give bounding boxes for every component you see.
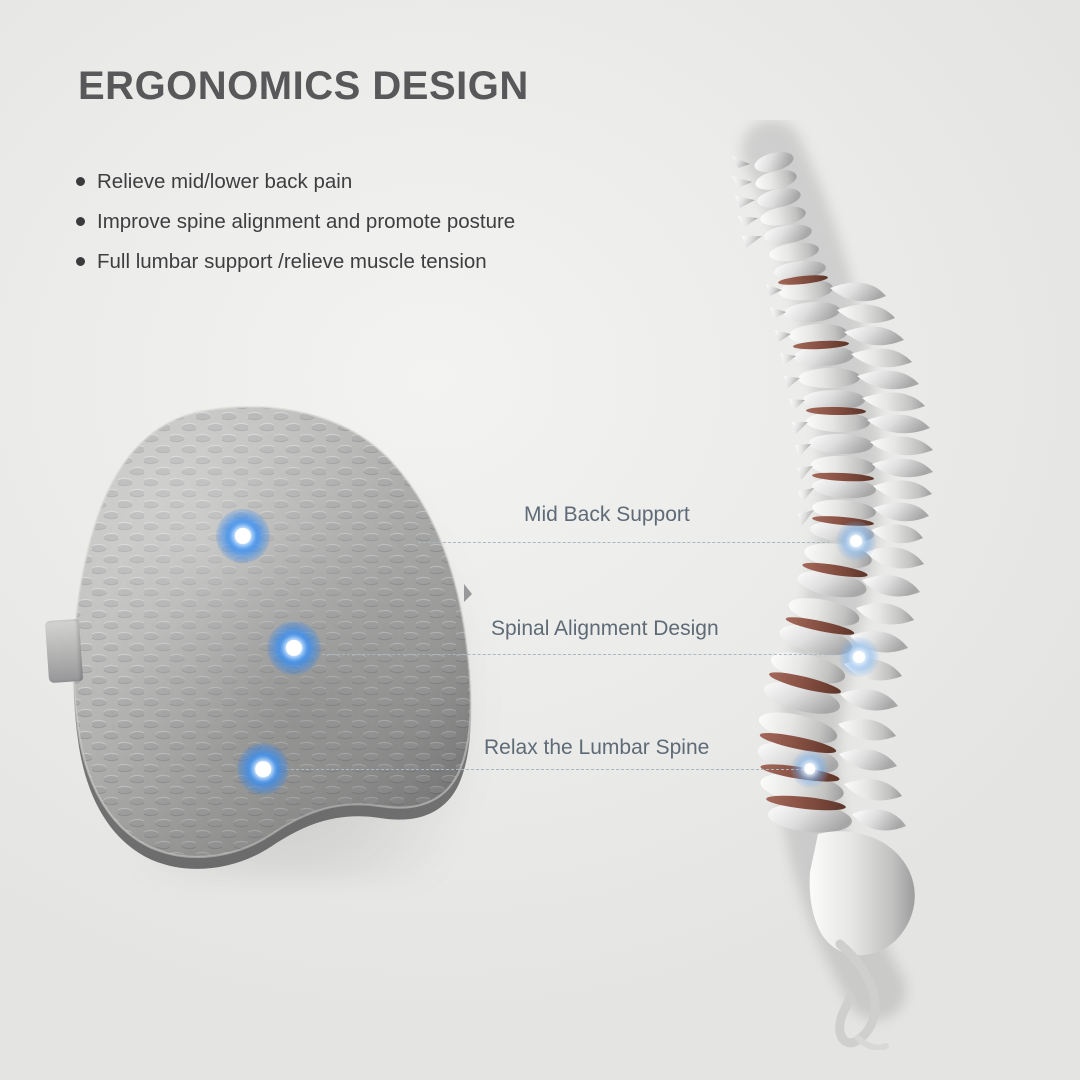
callout-line-mid-back — [418, 542, 830, 543]
hotspot-mid-back-cushion[interactable] — [216, 509, 270, 563]
callout-label-spinal-alignment: Spinal Alignment Design — [491, 617, 719, 640]
callout-line-spinal-alignment — [322, 654, 842, 655]
page-title: ERGONOMICS DESIGN — [78, 64, 529, 108]
vertebrae-group — [732, 152, 933, 1051]
callout-label-relax-lumbar: Relax the Lumbar Spine — [484, 736, 710, 759]
hotspot-core — [804, 763, 816, 775]
callout-line-relax-lumbar — [286, 769, 804, 770]
hotspot-lumbar-cushion[interactable] — [237, 743, 289, 795]
hotspot-lumbar-spine[interactable] — [791, 750, 829, 788]
list-item-label: Full lumbar support /relieve muscle tens… — [97, 250, 487, 274]
cushion-notch — [464, 584, 472, 602]
hotspot-core — [853, 651, 865, 663]
hotspot-core — [255, 761, 271, 777]
bullet-dot-icon — [76, 217, 85, 227]
feature-list: Relieve mid/lower back pain Improve spin… — [76, 168, 676, 288]
cushion-strap — [44, 618, 84, 684]
list-item: Full lumbar support /relieve muscle tens… — [76, 248, 676, 275]
list-item-label: Relieve mid/lower back pain — [97, 170, 353, 193]
hotspot-core — [234, 527, 252, 545]
cervical-vertebrae — [732, 152, 826, 280]
thoracic-vertebrae — [766, 279, 933, 544]
hotspot-core — [285, 639, 303, 657]
hotspot-spinal-alignment-spine[interactable] — [839, 637, 879, 677]
cushion-rim-highlight — [72, 405, 472, 858]
spine-anatomy-image — [690, 120, 1030, 1051]
hotspot-spinal-alignment-cushion[interactable] — [267, 621, 321, 675]
spine-svg — [732, 120, 933, 1051]
callout-label-mid-back: Mid Back Support — [524, 503, 690, 526]
hotspot-mid-back-spine[interactable] — [836, 521, 876, 561]
sacrum-coccyx — [809, 831, 915, 1051]
list-item: Improve spine alignment and promote post… — [76, 208, 676, 235]
list-item: Relieve mid/lower back pain — [76, 168, 676, 195]
list-item-label: Improve spine alignment and promote post… — [97, 210, 516, 234]
bullet-dot-icon — [76, 177, 85, 186]
bullet-dot-icon — [76, 257, 85, 267]
hotspot-core — [850, 535, 862, 547]
